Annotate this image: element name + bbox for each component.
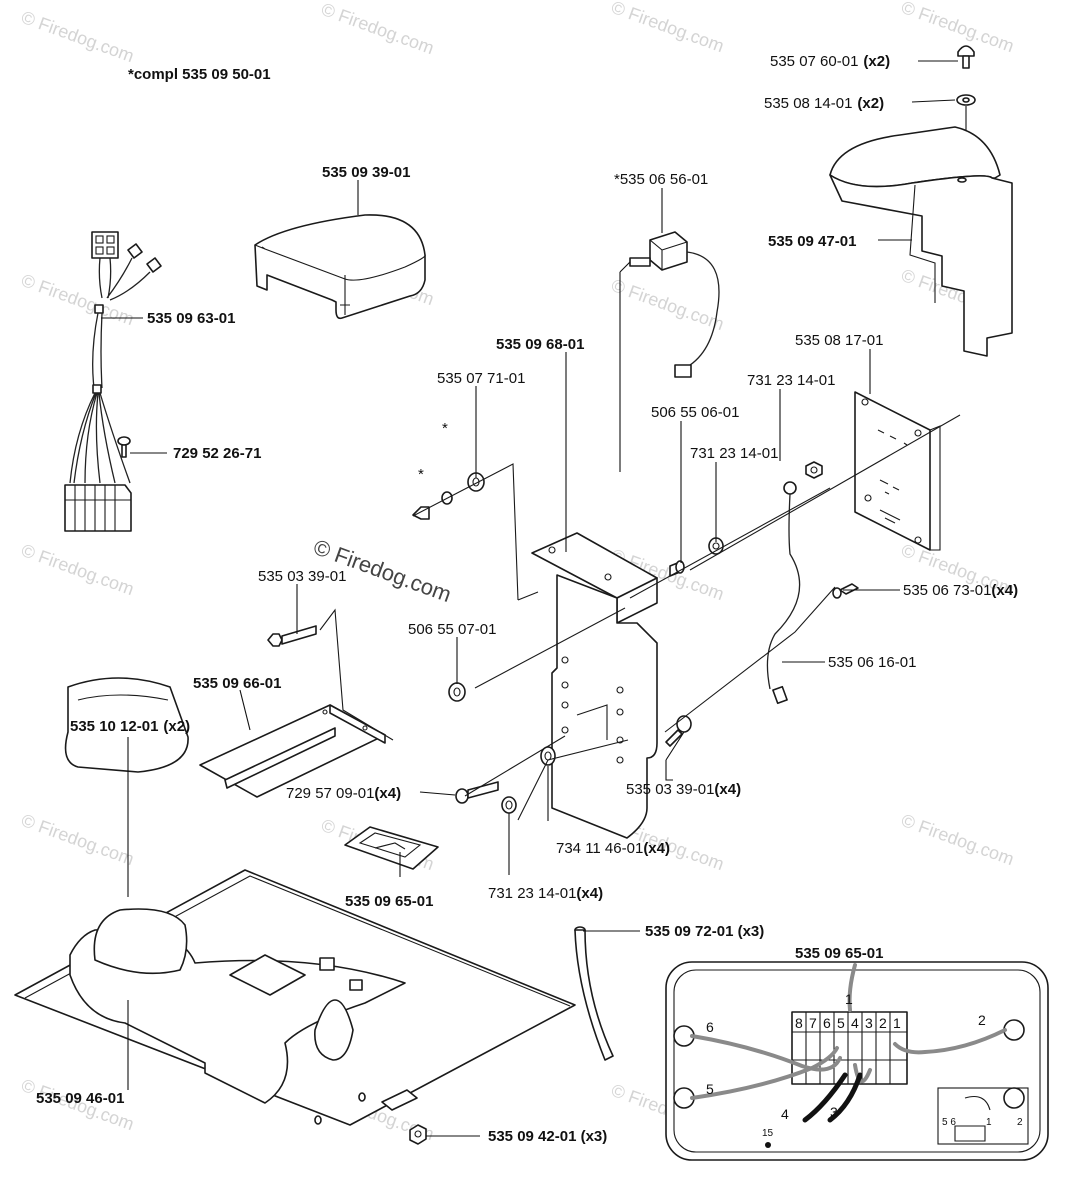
washer-506-55-07 bbox=[448, 682, 466, 702]
star-marker: * bbox=[442, 420, 448, 437]
part-label: 535 03 39-01(x4) bbox=[626, 781, 741, 798]
part-label: 535 09 47-01 bbox=[768, 233, 856, 250]
part-label: 535 03 39-01 bbox=[258, 568, 346, 585]
part-label: 535 09 63-01 bbox=[147, 310, 235, 327]
plate-535-08-17 bbox=[854, 391, 941, 551]
base-535-09-46 bbox=[14, 869, 576, 1126]
part-label: 734 11 46-01(x4) bbox=[556, 840, 670, 857]
part-label: 729 52 26-71 bbox=[173, 445, 261, 462]
terminal-number: 2 bbox=[879, 1015, 887, 1031]
terminal-number: 7 bbox=[809, 1015, 817, 1031]
screw-535-06-73 bbox=[832, 583, 859, 599]
wire-harness-535-09-63 bbox=[64, 231, 162, 532]
part-label: *535 06 56-01 bbox=[614, 171, 708, 188]
part-label: 535 09 68-01 bbox=[496, 336, 584, 353]
spacer-506-55-06 bbox=[669, 560, 685, 577]
part-label: 535 09 66-01 bbox=[193, 675, 281, 692]
watermark: © Firedog.com bbox=[19, 810, 137, 869]
part-label: 731 23 14-01(x4) bbox=[488, 885, 603, 902]
watermark: © Firedog.com bbox=[19, 270, 137, 329]
part-label: 731 23 14-01 bbox=[690, 445, 778, 462]
part-label: 535 09 46-01 bbox=[36, 1090, 124, 1107]
part-label: 535 09 72-01 (x3) bbox=[645, 923, 764, 940]
connector-label: 2 bbox=[1017, 1117, 1023, 1128]
cover-535-09-47 bbox=[829, 126, 1013, 357]
assembly-note: *compl 535 09 50-01 bbox=[128, 66, 271, 83]
knob-cover-535-10-12 bbox=[64, 677, 189, 773]
wire-number: 2 bbox=[978, 1012, 986, 1028]
part-label: 535 06 16-01 bbox=[828, 654, 916, 671]
terminal-number: 6 bbox=[823, 1015, 831, 1031]
terminal-strip bbox=[64, 484, 132, 532]
part-label: 535 08 17-01 bbox=[795, 332, 883, 349]
part-label: 535 07 60-01(x2) bbox=[770, 53, 890, 70]
wire-number: 3 bbox=[830, 1104, 838, 1120]
terminal-number: 8 bbox=[795, 1015, 803, 1031]
terminal-number: 4 bbox=[851, 1015, 859, 1031]
leader-lines bbox=[101, 60, 961, 1137]
switch-535-06-56 bbox=[619, 231, 720, 472]
part-label: 506 55 06-01 bbox=[651, 404, 739, 421]
tube-535-09-72 bbox=[574, 926, 614, 1061]
watermark: © Firedog.com bbox=[19, 7, 137, 66]
wire-number: 4 bbox=[781, 1106, 789, 1122]
part-label: 506 55 07-01 bbox=[408, 621, 496, 638]
cover-535-09-39 bbox=[254, 214, 426, 320]
watermark: © Firedog.com bbox=[609, 275, 727, 334]
label-535-09-65 bbox=[344, 826, 439, 870]
part-label: 729 57 09-01(x4) bbox=[286, 785, 401, 802]
wire-number: 6 bbox=[706, 1019, 714, 1035]
part-label: 535 07 71-01 bbox=[437, 370, 525, 387]
watermark: © Firedog.com bbox=[609, 0, 727, 56]
cable-535-06-16 bbox=[766, 481, 801, 705]
connector-label: 1 bbox=[986, 1117, 992, 1128]
washer-535-08-14 bbox=[956, 94, 976, 106]
screw-729-52-26 bbox=[117, 436, 131, 458]
part-label: 535 08 14-01(x2) bbox=[764, 95, 884, 112]
star-marker: * bbox=[418, 466, 424, 483]
wiring-detail-panel bbox=[665, 961, 1049, 1161]
screw-729-57-09 bbox=[455, 781, 499, 804]
terminal-number: 3 bbox=[865, 1015, 873, 1031]
wire-number: 15 bbox=[762, 1128, 774, 1139]
labels: *compl 535 09 50-01 535 07 60-01(x2) 535… bbox=[36, 53, 1018, 1145]
connector-label: 5 6 bbox=[942, 1117, 956, 1128]
watermark: © Firedog.com bbox=[899, 0, 1017, 56]
nut-731-23-14-bottom bbox=[501, 796, 517, 814]
watermark: © Firedog.com bbox=[899, 810, 1017, 869]
screw-535-07-60 bbox=[957, 45, 975, 69]
watermark: © Firedog.com bbox=[19, 540, 137, 599]
part-label: 535 09 42-01 (x3) bbox=[488, 1128, 607, 1145]
part-label: 535 09 39-01 bbox=[322, 164, 410, 181]
watermark: © Firedog.com bbox=[319, 0, 437, 58]
nut-535-09-42 bbox=[409, 1124, 427, 1145]
terminal-block bbox=[791, 1011, 908, 1085]
wire-number: 1 bbox=[845, 991, 853, 1007]
terminal-number: 5 bbox=[837, 1015, 845, 1031]
part-label: 535 09 65-01 bbox=[795, 945, 883, 962]
part-label: 535 09 65-01 bbox=[345, 893, 433, 910]
wire-number: 5 bbox=[706, 1081, 714, 1097]
part-label: 535 06 73-01(x4) bbox=[903, 582, 1018, 599]
part-label: 535 10 12-01(x2) bbox=[70, 718, 190, 735]
nut-731-23-14 bbox=[805, 461, 823, 479]
bracket-535-09-68 bbox=[531, 532, 658, 839]
terminal-numbers: 8 7 6 5 4 3 2 1 1 2 3 4 5 6 15 5 6 1 2 bbox=[706, 991, 1023, 1139]
part-label: 731 23 14-01 bbox=[747, 372, 835, 389]
bolt-535-03-39-left bbox=[267, 625, 317, 647]
terminal-number: 1 bbox=[893, 1015, 901, 1031]
